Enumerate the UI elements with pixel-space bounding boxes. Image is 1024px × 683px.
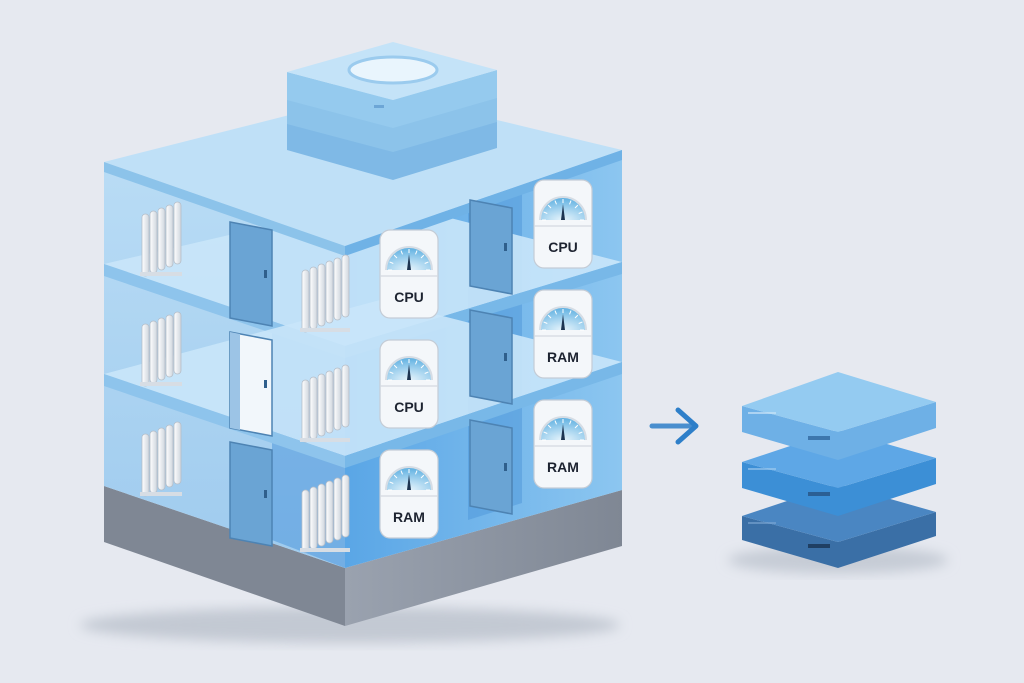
floor: RAM RAM — [140, 399, 593, 553]
foundation-front — [104, 486, 345, 626]
floor: CPU RAM — [140, 289, 593, 443]
door-icon — [229, 331, 273, 437]
door-icon — [469, 309, 513, 405]
gauge-unit: CPU — [533, 179, 593, 269]
gauge-unit: CPU — [379, 229, 439, 319]
gauge-unit: RAM — [533, 399, 593, 489]
gauge-unit: RAM — [379, 449, 439, 539]
radiator-icon — [140, 201, 182, 277]
gauge-label: RAM — [547, 459, 579, 475]
door-icon — [469, 419, 513, 515]
radiator-icon — [140, 311, 182, 387]
server-stack-icon — [728, 372, 948, 574]
rooms: CPU CPU CPU RAM RAM RAM — [140, 179, 593, 553]
gauge-unit: RAM — [533, 289, 593, 379]
radiator-icon — [300, 474, 350, 553]
door-icon — [229, 441, 273, 547]
stack-layer-top — [742, 372, 936, 460]
gauge-unit: CPU — [379, 339, 439, 429]
gauge-label: RAM — [547, 349, 579, 365]
gauge-label: CPU — [548, 239, 578, 255]
floor: CPU CPU — [140, 179, 593, 333]
building: CPU CPU CPU RAM RAM RAM — [80, 42, 622, 643]
door-icon — [469, 199, 513, 295]
floor-slab-edge — [104, 374, 345, 468]
foundation-side — [345, 490, 622, 626]
arrow-right-icon — [649, 407, 699, 445]
radiator-icon — [300, 364, 350, 443]
radiator-icon — [300, 254, 350, 333]
roof-edge-front — [104, 162, 345, 256]
building-shadow — [80, 607, 620, 643]
gauge-label: CPU — [394, 399, 424, 415]
radiator-icon — [140, 421, 182, 497]
door-icon — [229, 221, 273, 327]
gauge-label: CPU — [394, 289, 424, 305]
floor-slab-edge — [345, 362, 622, 468]
server-stack-icon — [287, 42, 497, 180]
gauge-label: RAM — [393, 509, 425, 525]
